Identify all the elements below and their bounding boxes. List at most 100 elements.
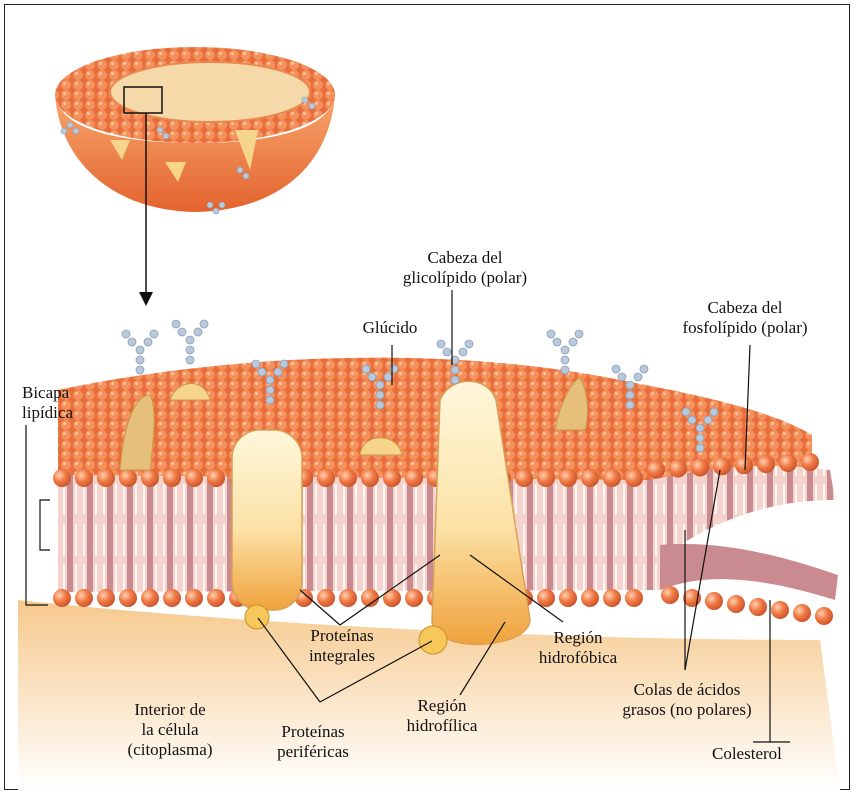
- phospholipid-head: [603, 469, 621, 487]
- phospholipid-head: [661, 586, 679, 604]
- phospholipid-head: [185, 589, 203, 607]
- phospholipid-head: [727, 595, 745, 613]
- glucid-bead: [376, 381, 384, 389]
- hydrophilic-region-label: Región hidrofílica: [392, 696, 492, 736]
- glucid-bead: [368, 373, 376, 381]
- peripheral-proteins-label: Proteínas periféricas: [258, 722, 368, 762]
- phospholipid-head: [647, 461, 665, 479]
- phospholipid-head: [97, 469, 115, 487]
- phospholipid-head: [119, 589, 137, 607]
- phospholipid-head: [339, 589, 357, 607]
- phospholipid-head: [749, 598, 767, 616]
- glucid-bead: [465, 340, 473, 348]
- lipid-bilayer-label: Bicapa lipídica: [22, 383, 73, 423]
- glucid-bead: [451, 366, 459, 374]
- glucid-bead: [150, 330, 158, 338]
- glucid-bead: [682, 408, 690, 416]
- glucid-bead: [575, 330, 583, 338]
- glucid-bead: [696, 444, 704, 452]
- glucid-bead: [451, 376, 459, 384]
- phospholipid-head: [779, 454, 797, 472]
- phospholipid-head: [163, 469, 181, 487]
- glucid-bead: [128, 338, 136, 346]
- phospholipid-head: [405, 469, 423, 487]
- phospholipid-head: [53, 469, 71, 487]
- phospholipid-head: [361, 469, 379, 487]
- phospholipid-head: [141, 469, 159, 487]
- phospholipid-head: [713, 457, 731, 475]
- glucid-bead: [696, 434, 704, 442]
- phospholipid-head: [339, 469, 357, 487]
- phospholipid-head: [669, 460, 687, 478]
- phospholipid-head: [163, 589, 181, 607]
- phospholipid-head: [75, 469, 93, 487]
- glucid-bead: [553, 338, 561, 346]
- glucid-bead: [443, 348, 451, 356]
- phospholipid-head: [383, 589, 401, 607]
- glucid-bead: [172, 320, 180, 328]
- phospholipid-head: [383, 469, 401, 487]
- glycolipid-head-label: Cabeza del glicolípido (polar): [395, 248, 535, 288]
- glucid-bead: [266, 386, 274, 394]
- phospholipid-head: [515, 469, 533, 487]
- phospholipid-head: [207, 589, 225, 607]
- glucid-bead: [561, 346, 569, 354]
- glucid-bead: [258, 368, 266, 376]
- glucid-bead: [136, 346, 144, 354]
- phospholipid-head: [207, 469, 225, 487]
- phospholipid-head: [705, 592, 723, 610]
- glucid-bead: [252, 360, 260, 368]
- glucid-bead: [561, 356, 569, 364]
- phospholipid-head: [801, 453, 819, 471]
- phospholipid-head: [625, 589, 643, 607]
- phospholipid-head: [603, 589, 621, 607]
- glucid-bead: [136, 356, 144, 364]
- glucid-bead: [626, 401, 634, 409]
- glucid-bead: [362, 365, 370, 373]
- phospholipid-head: [581, 589, 599, 607]
- glucid-bead: [122, 330, 130, 338]
- phospholipid-head: [75, 589, 93, 607]
- glucid-bead: [618, 373, 626, 381]
- cholesterol-label: Colesterol: [712, 744, 782, 764]
- glucid-bead: [640, 365, 648, 373]
- phospholipid-head: [405, 589, 423, 607]
- glucid-bead: [266, 396, 274, 404]
- phospholipid-head: [625, 469, 643, 487]
- fatty-acid-tails-label: Colas de ácidos grasos (no polares): [598, 680, 776, 720]
- phospholipid-head: [185, 469, 203, 487]
- phospholipid-head: [119, 469, 137, 487]
- phospholipid-head: [317, 469, 335, 487]
- glucid-bead: [437, 340, 445, 348]
- glucid-bead: [626, 381, 634, 389]
- phospholipid-head: [537, 469, 555, 487]
- glucid-bead: [178, 328, 186, 336]
- glucid-label: Glúcido: [350, 318, 430, 338]
- phospholipid-head: [53, 589, 71, 607]
- glucid-bead: [280, 360, 288, 368]
- glucid-bead: [194, 328, 202, 336]
- phospholipid-head: [691, 459, 709, 477]
- glucid-bead: [634, 373, 642, 381]
- phospholipid-head: [771, 601, 789, 619]
- glucid-bead: [200, 320, 208, 328]
- glucid-bead: [696, 424, 704, 432]
- glucid-bead: [384, 373, 392, 381]
- glucid-bead: [376, 391, 384, 399]
- hydrophobic-region-label: Región hidrofóbica: [528, 628, 628, 668]
- phospholipid-head: [735, 456, 753, 474]
- glucid-bead: [704, 416, 712, 424]
- phospholipid-head-label: Cabeza del fosfolípido (polar): [650, 298, 840, 338]
- glucid-bead: [266, 376, 274, 384]
- glucid-bead: [186, 336, 194, 344]
- phospholipid-head: [559, 589, 577, 607]
- phospholipid-head: [757, 455, 775, 473]
- glucid-bead: [569, 338, 577, 346]
- integral-proteins-label: Proteínas integrales: [292, 626, 392, 666]
- glucid-bead: [459, 348, 467, 356]
- glucid-bead: [186, 346, 194, 354]
- phospholipid-head: [97, 589, 115, 607]
- glucid-bead: [688, 416, 696, 424]
- phospholipid-head: [559, 469, 577, 487]
